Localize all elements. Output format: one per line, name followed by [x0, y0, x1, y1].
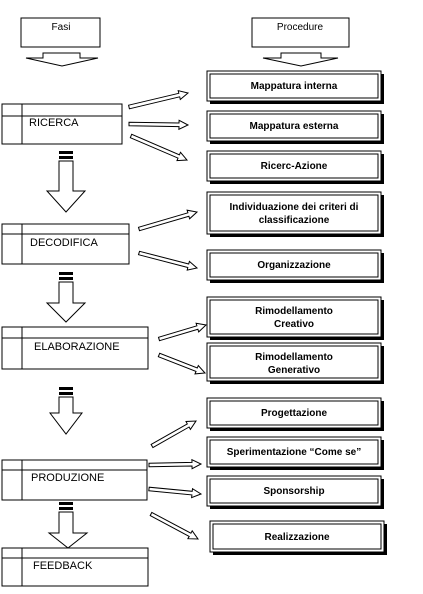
connector-decodifica-individuazione-criteri — [137, 209, 199, 232]
phase-decodifica: DECODIFICA — [1, 223, 130, 265]
phase-decodifica-label: DECODIFICA — [30, 237, 99, 249]
procedure-mappatura-esterna: Mappatura esterna — [206, 110, 384, 144]
procedure-individuazione-criteri: Individuazione dei criteri di classifica… — [206, 191, 384, 237]
procedure-mappatura-esterna-line-1: Mappatura esterna — [250, 121, 339, 132]
phases-header-arrow — [25, 52, 99, 67]
procedure-rimodellamento-generativo-line-1: Rimodellamento — [255, 352, 333, 363]
connector-elaborazione-rimodellamento-creativo — [157, 322, 208, 342]
connector-elaborazione-rimodellamento-generativo — [157, 352, 207, 375]
procedure-rimodellamento-creativo-line-1: Rimodellamento — [255, 306, 333, 317]
procedure-organizzazione: Organizzazione — [206, 249, 384, 283]
procedure-rimodellamento-generativo: Rimodellamento Generativo — [206, 342, 384, 384]
phase-elaborazione-label: ELABORAZIONE — [34, 341, 120, 353]
procedure-ricerc-azione: Ricerc-Azione — [206, 150, 384, 184]
flow-arrow-decodifica-elaborazione — [45, 272, 87, 323]
procedure-ricerc-azione-line-1: Ricerc-Azione — [261, 161, 328, 172]
procedure-individuazione-criteri-line-2: classificazione — [259, 215, 330, 226]
procedure-sponsorship-line-1: Sponsorship — [263, 486, 324, 497]
procedure-rimodellamento-generativo-line-2: Generativo — [268, 365, 320, 376]
connector-ricerca-mappatura-interna — [128, 90, 190, 110]
procedure-progettazione-line-1: Progettazione — [261, 408, 328, 419]
connector-produzione-sperimentazione — [148, 458, 203, 470]
connector-produzione-progettazione — [150, 420, 197, 449]
procedures-header: Procedure — [251, 17, 350, 48]
connector-decodifica-organizzazione — [137, 250, 199, 271]
procedure-sponsorship: Sponsorship — [206, 475, 384, 509]
phase-ricerca-label: RICERCA — [29, 117, 79, 129]
flow-arrow-ricerca-decodifica — [45, 151, 87, 213]
procedures-header-label: Procedure — [277, 22, 324, 33]
procedure-sperimentazione-line-1: Sperimentazione “Come se” — [227, 447, 361, 458]
phases-header: Fasi — [20, 17, 101, 48]
phase-elaborazione: ELABORAZIONE — [1, 326, 149, 370]
flow-arrow-elaborazione-produzione — [48, 387, 84, 435]
procedure-individuazione-criteri-line-1: Individuazione dei criteri di — [230, 202, 359, 213]
flow-arrow-produzione-feedback — [47, 502, 89, 549]
phase-produzione-label: PRODUZIONE — [31, 472, 104, 484]
procedure-progettazione: Progettazione — [206, 397, 384, 431]
connector-produzione-sponsorship — [148, 486, 203, 499]
connector-ricerca-mappatura-esterna — [128, 119, 190, 131]
procedures-header-arrow — [262, 52, 339, 67]
phase-produzione: PRODUZIONE — [1, 459, 148, 501]
procedure-mappatura-interna: Mappatura interna — [206, 70, 384, 104]
procedure-realizzazione-line-1: Realizzazione — [264, 532, 329, 543]
phase-feedback: FEEDBACK — [1, 547, 149, 587]
connector-ricerca-ricerc-azione — [129, 133, 189, 162]
connector-produzione-realizzazione — [149, 511, 199, 540]
connector-arrows — [128, 90, 208, 540]
procedure-rimodellamento-creativo: Rimodellamento Creativo — [206, 296, 384, 340]
procedure-sperimentazione: Sperimentazione “Come se” — [206, 436, 384, 470]
phases-header-label: Fasi — [52, 22, 71, 33]
procedure-organizzazione-line-1: Organizzazione — [257, 260, 331, 271]
phase-feedback-label: FEEDBACK — [33, 560, 93, 572]
procedure-realizzazione: Realizzazione — [209, 520, 387, 555]
procedure-mappatura-interna-line-1: Mappatura interna — [251, 81, 338, 92]
phase-ricerca: RICERCA — [1, 103, 123, 145]
procedure-rimodellamento-creativo-line-2: Creativo — [274, 319, 314, 330]
